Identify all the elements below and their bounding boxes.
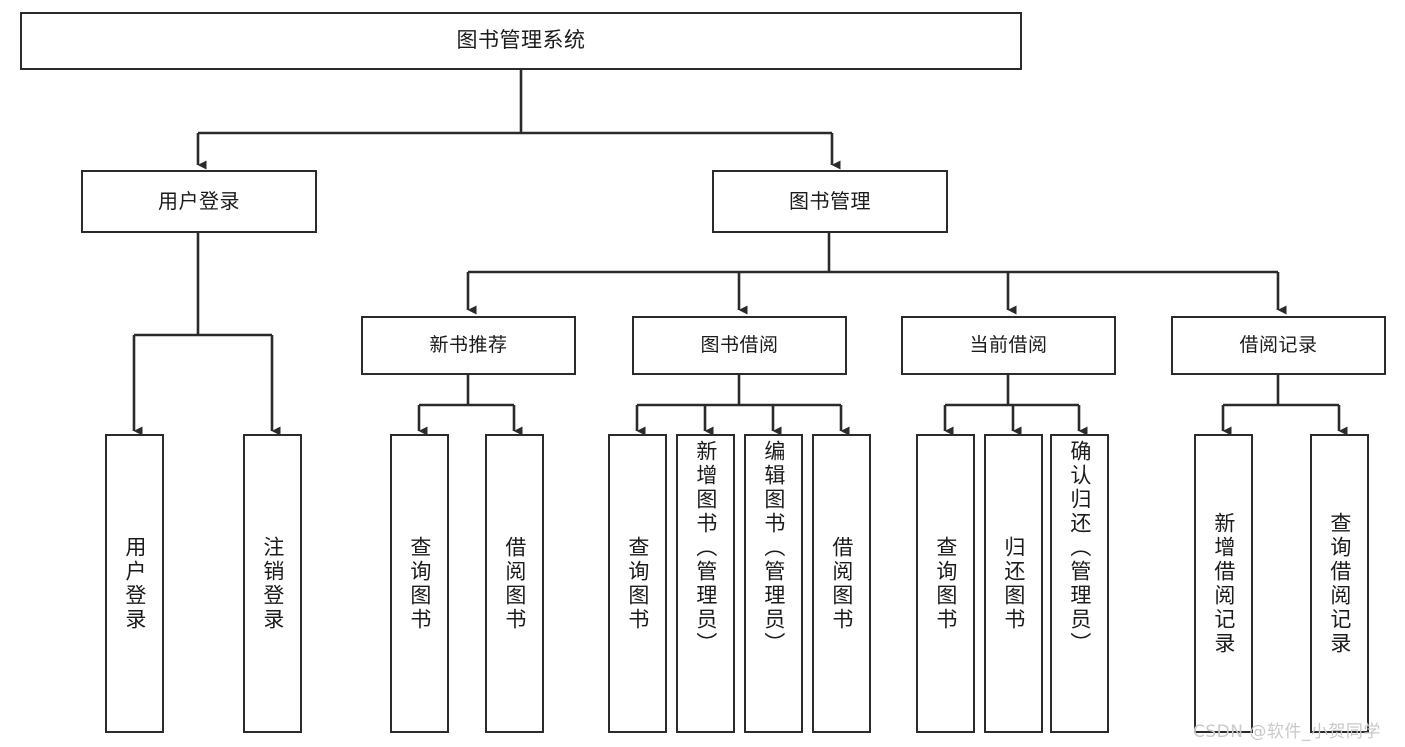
leaf-user-logout[interactable]: 注销登录 <box>243 434 302 733</box>
node-current-borrowing[interactable]: 当前借阅 <box>901 316 1116 375</box>
node-label: 归还图书 <box>1001 535 1026 632</box>
leaf-edit-book-admin[interactable]: 编辑图书（管理员） <box>744 434 803 733</box>
node-label: 新增借阅记录 <box>1211 511 1236 656</box>
node-label: 用户登录 <box>158 189 240 214</box>
node-label: 图书借阅 <box>700 333 779 356</box>
node-book-management[interactable]: 图书管理 <box>712 170 948 233</box>
node-label: 注销登录 <box>260 535 285 632</box>
node-book-borrowing[interactable]: 图书借阅 <box>632 316 847 375</box>
leaf-query-book-current[interactable]: 查询图书 <box>916 434 975 733</box>
node-label: 确认归还（管理员） <box>1067 440 1092 656</box>
node-label: 图书管理 <box>789 189 871 214</box>
node-user-login[interactable]: 用户登录 <box>81 170 317 233</box>
node-label: 当前借阅 <box>969 333 1048 356</box>
node-label: 查询图书 <box>625 535 650 632</box>
leaf-query-book-borrow[interactable]: 查询图书 <box>608 434 667 733</box>
node-borrowing-records[interactable]: 借阅记录 <box>1171 316 1386 375</box>
node-root-book-management-system[interactable]: 图书管理系统 <box>20 12 1022 70</box>
leaf-user-login[interactable]: 用户登录 <box>105 434 164 733</box>
leaf-borrow-book-new[interactable]: 借阅图书 <box>485 434 544 733</box>
leaf-query-borrowing-record[interactable]: 查询借阅记录 <box>1310 434 1369 733</box>
leaf-add-book-admin[interactable]: 新增图书（管理员） <box>676 434 735 733</box>
node-label: 图书管理系统 <box>456 28 586 53</box>
node-label: 编辑图书（管理员） <box>761 440 786 656</box>
leaf-query-book-new[interactable]: 查询图书 <box>390 434 449 733</box>
node-label: 查询图书 <box>933 535 958 632</box>
leaf-add-borrowing-record[interactable]: 新增借阅记录 <box>1194 434 1253 733</box>
leaf-borrow-book[interactable]: 借阅图书 <box>812 434 871 733</box>
leaf-confirm-return-admin[interactable]: 确认归还（管理员） <box>1050 434 1109 733</box>
node-label: 查询图书 <box>407 535 432 632</box>
node-new-book-recommendation[interactable]: 新书推荐 <box>361 316 576 375</box>
node-label: 用户登录 <box>122 535 147 632</box>
node-label: 新增图书（管理员） <box>693 440 718 656</box>
node-label: 查询借阅记录 <box>1327 511 1352 656</box>
node-label: 借阅记录 <box>1239 333 1318 356</box>
leaf-return-book[interactable]: 归还图书 <box>984 434 1043 733</box>
node-label: 借阅图书 <box>502 535 527 632</box>
node-label: 新书推荐 <box>429 333 508 356</box>
node-label: 借阅图书 <box>829 535 854 632</box>
watermark-text: CSDN @软件_小贺同学 <box>1193 722 1381 742</box>
